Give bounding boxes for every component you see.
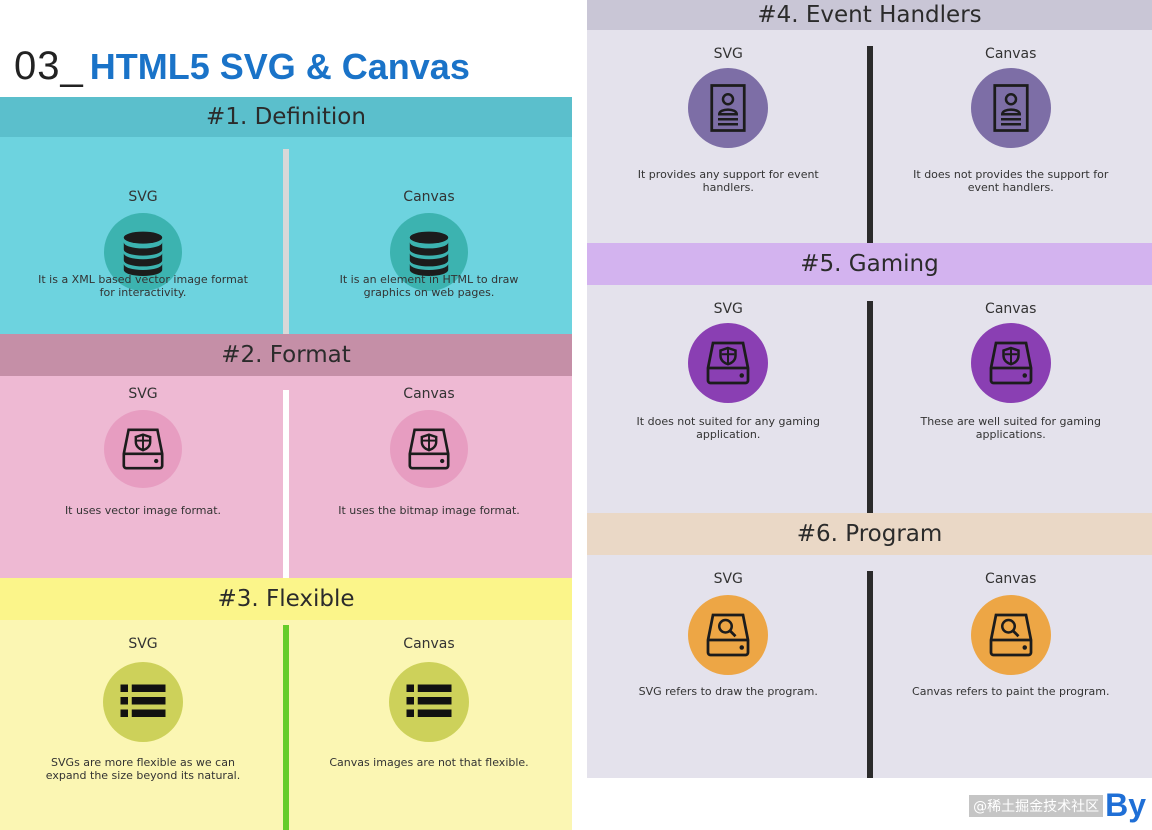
canvas-description: These are well suited for gaming applica… <box>920 415 1101 441</box>
svg-description: It is a XML based vector image format fo… <box>38 273 248 299</box>
canvas-label: Canvas <box>985 46 1037 62</box>
canvas-column: Canvas It is an element in HTML to draw … <box>286 137 572 334</box>
section-gaming: #5. Gaming SVG It does not suited for an… <box>587 243 1152 513</box>
svg-column: SVG It provides any support for event ha… <box>587 30 870 243</box>
section-body: SVG SVG refers to draw the program. Canv… <box>587 555 1152 778</box>
canvas-description: It uses the bitmap image format. <box>338 504 520 517</box>
canvas-description: Canvas refers to paint the program. <box>912 685 1110 698</box>
svg-description: SVGs are more flexible as we can expand … <box>45 756 241 782</box>
section-body: SVG It does not suited for any gaming ap… <box>587 285 1152 513</box>
column-divider <box>866 301 873 513</box>
column-divider <box>866 46 873 243</box>
svg-column: SVG SVGs are more flexible as we can exp… <box>0 620 286 830</box>
id-card-icon <box>688 68 769 148</box>
svg-column: SVG It uses vector image format. <box>0 376 286 578</box>
watermark-text: @稀土掘金技术社区 <box>969 794 1104 817</box>
canvas-description: Canvas images are not that flexible. <box>329 756 529 769</box>
page-title-number: 03_ <box>14 44 84 88</box>
section-header: #2. Format <box>0 334 572 376</box>
page-title: 03_HTML5 SVG & Canvas <box>14 44 470 90</box>
section-flexible: #3. Flexible SVG SVGs are more flexible … <box>0 578 572 830</box>
svg-description: It does not suited for any gaming applic… <box>636 415 820 441</box>
section-body: SVG It provides any support for event ha… <box>587 30 1152 243</box>
database-icon <box>104 213 182 291</box>
section-header: #3. Flexible <box>0 578 572 620</box>
list-icon <box>103 662 183 742</box>
svg-column: SVG SVG refers to draw the program. <box>587 555 870 778</box>
section-program: #6. Program SVG SVG refers to draw the p… <box>587 513 1152 778</box>
section-header: #5. Gaming <box>587 243 1152 285</box>
canvas-label: Canvas <box>985 301 1037 317</box>
canvas-column: Canvas It does not provides the support … <box>870 30 1152 243</box>
svg-description: It provides any support for event handle… <box>637 168 819 194</box>
drive-shield-icon <box>390 410 468 488</box>
column-divider <box>283 390 289 578</box>
svg-description: It uses vector image format. <box>64 504 222 517</box>
svg-label: SVG <box>128 189 158 205</box>
canvas-column: Canvas Canvas refers to paint the progra… <box>870 555 1152 778</box>
canvas-label: Canvas <box>403 636 455 652</box>
section-body: SVG SVGs are more flexible as we can exp… <box>0 620 572 830</box>
canvas-label: Canvas <box>985 571 1037 587</box>
svg-column: SVG It is a XML based vector image forma… <box>0 137 286 334</box>
column-divider <box>283 149 289 334</box>
drive-search-icon <box>970 595 1051 675</box>
section-definition: #1. Definition SVG It is a XML based vec… <box>0 97 572 334</box>
canvas-label: Canvas <box>403 386 455 402</box>
section-event-handlers: #4. Event Handlers SVG It provides any s… <box>587 0 1152 243</box>
svg-label: SVG <box>713 46 743 62</box>
database-icon <box>390 213 468 291</box>
canvas-column: Canvas Canvas images are not that flexib… <box>286 620 572 830</box>
canvas-label: Canvas <box>403 189 455 205</box>
svg-label: SVG <box>128 386 158 402</box>
svg-description: SVG refers to draw the program. <box>638 685 818 698</box>
drive-search-icon <box>688 595 769 675</box>
canvas-column: Canvas It uses the bitmap image format. <box>286 376 572 578</box>
section-header: #6. Program <box>587 513 1152 555</box>
section-header: #1. Definition <box>0 97 572 137</box>
drive-shield-icon <box>688 323 769 403</box>
canvas-column: Canvas These are well suited for gaming … <box>870 285 1152 513</box>
canvas-description: It is an element in HTML to draw graphic… <box>339 273 519 299</box>
svg-label: SVG <box>713 571 743 587</box>
watermark: @稀土掘金技术社区 By <box>969 787 1146 824</box>
svg-label: SVG <box>713 301 743 317</box>
watermark-logo: By <box>1105 787 1146 823</box>
canvas-description: It does not provides the support for eve… <box>913 168 1109 194</box>
svg-label: SVG <box>128 636 158 652</box>
drive-shield-icon <box>970 323 1051 403</box>
section-header: #4. Event Handlers <box>587 0 1152 30</box>
section-body: SVG It uses vector image format. Canvas … <box>0 376 572 578</box>
column-divider <box>866 571 873 778</box>
section-format: #2. Format SVG It uses vector image form… <box>0 334 572 578</box>
list-icon <box>389 662 469 742</box>
drive-shield-icon <box>104 410 182 488</box>
svg-column: SVG It does not suited for any gaming ap… <box>587 285 870 513</box>
column-divider <box>283 625 289 830</box>
id-card-icon <box>970 68 1051 148</box>
section-body: SVG It is a XML based vector image forma… <box>0 137 572 334</box>
page-title-text: HTML5 SVG & Canvas <box>89 46 470 87</box>
